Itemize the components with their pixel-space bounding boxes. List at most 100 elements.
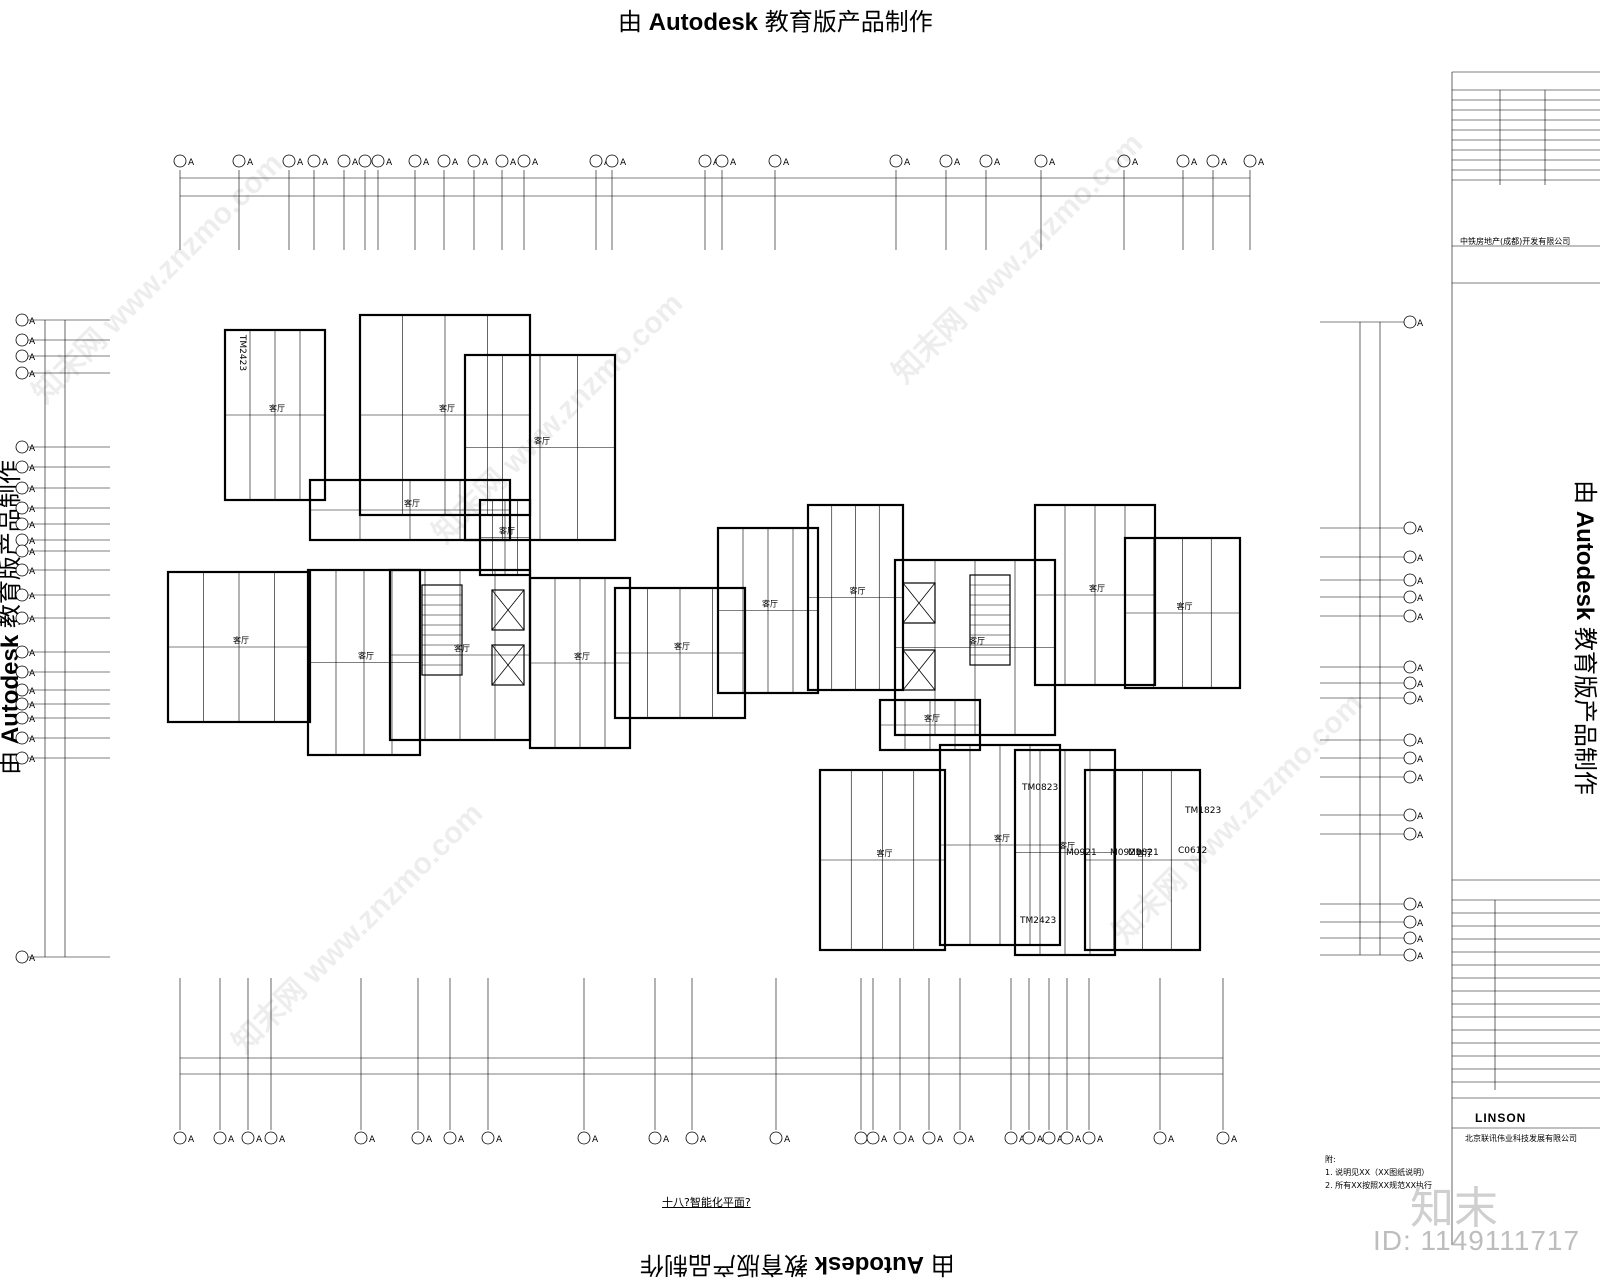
axis-marker: A — [893, 1131, 915, 1145]
svg-text:客厅: 客厅 — [499, 526, 515, 536]
svg-text:客厅: 客厅 — [574, 651, 590, 661]
svg-text:A: A — [592, 1135, 599, 1145]
svg-text:A: A — [279, 1135, 286, 1145]
svg-text:客厅: 客厅 — [233, 635, 249, 645]
axis-marker: A — [15, 544, 36, 558]
axis-marker: A — [889, 154, 911, 168]
axis-marker: A — [443, 1131, 465, 1145]
svg-text:A: A — [1417, 577, 1424, 587]
unit-block: 客厅 — [308, 478, 512, 542]
axis-marker: A — [1403, 550, 1424, 564]
watermark-brand: 知末 — [1410, 1183, 1498, 1234]
svg-text:A: A — [1417, 901, 1424, 911]
axis-marker: A — [1117, 154, 1139, 168]
axis-marker: A — [1403, 733, 1424, 747]
svg-text:A: A — [1417, 594, 1424, 604]
axis-marker: A — [354, 1131, 376, 1145]
svg-text:A: A — [1019, 1135, 1026, 1145]
unit-block: 客厅 — [716, 526, 820, 695]
unit-block: 客厅 — [878, 698, 982, 752]
title-block — [1451, 71, 1600, 1245]
svg-text:A: A — [188, 158, 195, 168]
svg-text:A: A — [29, 548, 36, 558]
svg-text:A: A — [29, 701, 36, 711]
svg-text:客厅: 客厅 — [924, 713, 940, 723]
door-tag: M0921 — [1110, 848, 1141, 858]
svg-text:客厅: 客厅 — [269, 403, 285, 413]
axis-marker: A — [15, 950, 36, 964]
axis-marker: A — [922, 1131, 944, 1145]
svg-text:A: A — [29, 615, 36, 625]
client-name: 中铁房地产(成都)开发有限公司 — [1460, 237, 1571, 246]
svg-text:A: A — [452, 158, 459, 168]
unit-block: 客厅 — [528, 576, 632, 750]
note-line: 2. 所有XX按照XX规范XX执行 — [1325, 1181, 1433, 1190]
svg-text:A: A — [1417, 812, 1424, 822]
axis-grid — [22, 170, 1407, 1130]
unit-block: 客厅 — [1083, 768, 1202, 952]
axis-marker: A — [307, 154, 329, 168]
axis-marker: A — [411, 1131, 433, 1145]
unit-block: 客厅 — [1013, 748, 1117, 957]
svg-text:A: A — [1057, 1135, 1064, 1145]
svg-text:A: A — [908, 1135, 915, 1145]
svg-text:A: A — [458, 1135, 465, 1145]
note-line: 附: — [1325, 1155, 1336, 1164]
axis-marker: A — [1243, 154, 1265, 168]
axis-marker: A — [337, 154, 359, 168]
company-logo: LINSON — [1475, 1111, 1527, 1125]
unit-block: 客厅 — [806, 503, 905, 692]
svg-text:A: A — [620, 158, 627, 168]
axis-marker: A — [15, 683, 36, 697]
svg-text:A: A — [1191, 158, 1198, 168]
svg-text:A: A — [904, 158, 911, 168]
svg-text:A: A — [29, 370, 36, 380]
svg-text:A: A — [29, 353, 36, 363]
svg-text:A: A — [29, 715, 36, 725]
axis-marker: A — [173, 1131, 195, 1145]
axis-marker: A — [241, 1131, 263, 1145]
elevator-shaft — [491, 644, 525, 686]
axis-marker: A — [15, 517, 36, 531]
door-tag: M0921 — [1066, 848, 1097, 858]
axis-marker: A — [517, 154, 539, 168]
svg-text:A: A — [1037, 1135, 1044, 1145]
svg-text:A: A — [663, 1135, 670, 1145]
axis-marker: A — [213, 1131, 235, 1145]
svg-text:A: A — [188, 1135, 195, 1145]
svg-text:A: A — [968, 1135, 975, 1145]
svg-text:A: A — [1417, 952, 1424, 962]
svg-text:客厅: 客厅 — [877, 848, 893, 858]
axis-marker: A — [1403, 827, 1424, 841]
svg-text:A: A — [297, 158, 304, 168]
axis-marker: A — [15, 588, 36, 602]
unit-block: 客厅 — [478, 498, 532, 577]
svg-text:A: A — [29, 735, 36, 745]
svg-text:A: A — [29, 317, 36, 327]
axis-marker: A — [1206, 154, 1228, 168]
svg-text:客厅: 客厅 — [762, 599, 778, 609]
svg-text:A: A — [29, 567, 36, 577]
axis-marker: A — [1403, 660, 1424, 674]
svg-text:A: A — [1417, 554, 1424, 564]
axis-marker: A — [1403, 808, 1424, 822]
elevator-shaft — [491, 589, 525, 631]
watermark-id: ID: 1149111717 — [1373, 1225, 1581, 1256]
axis-marker: A — [15, 697, 36, 711]
unit-block: 客厅 — [358, 313, 532, 517]
svg-text:A: A — [1231, 1135, 1238, 1145]
svg-text:客厅: 客厅 — [1177, 601, 1193, 611]
door-tag: TM2423 — [1020, 916, 1057, 926]
svg-text:A: A — [1417, 525, 1424, 535]
axis-marker: A — [1403, 573, 1424, 587]
axis-marker: A — [495, 154, 517, 168]
elevator-shaft — [902, 649, 936, 691]
axis-marker: A — [481, 1131, 503, 1145]
svg-text:A: A — [29, 537, 36, 547]
unit-block: 客厅 — [166, 570, 312, 724]
svg-text:A: A — [29, 649, 36, 659]
axis-marker: A — [264, 1131, 286, 1145]
axis-marker: A — [866, 1131, 888, 1145]
axis-marker: A — [1082, 1131, 1104, 1145]
